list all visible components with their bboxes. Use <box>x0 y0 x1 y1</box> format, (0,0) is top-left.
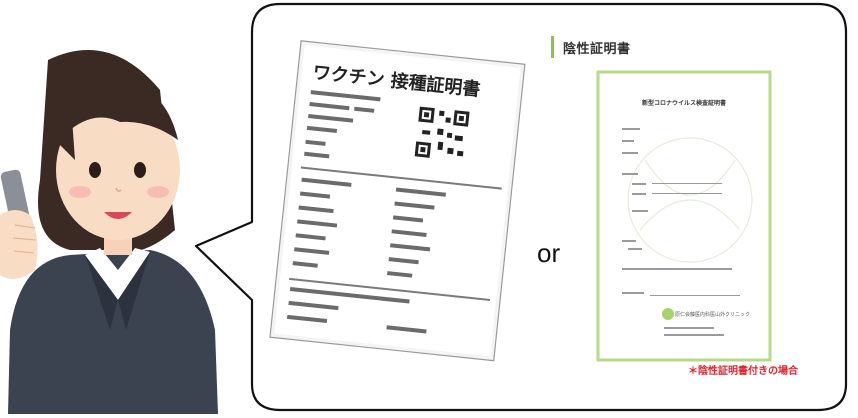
woman-on-phone-illustration <box>0 50 218 414</box>
vaccine-cert-placeholder-lines <box>286 90 502 334</box>
clinic-logo-icon <box>662 308 674 320</box>
negative-certificate-doc-title: 新型コロナウイルス検査証明書 <box>642 99 726 107</box>
qr-code-icon <box>414 106 470 162</box>
clinic-name: 原仁会藤医内科医山外クリニック <box>675 311 750 318</box>
negative-certificate-section-title: 陰性証明書 <box>563 42 631 57</box>
negative-cert-note: ＊陰性証明書付きの場合 <box>688 366 798 377</box>
negative-cert-accent-bar <box>551 36 554 58</box>
negative-certificate-document: 新型コロナウイルス検査証明書 原仁会藤医内科医山外クリニック <box>596 70 772 362</box>
or-label: or <box>537 238 561 268</box>
vaccine-certificate-document: ワクチン 接種証明書 <box>269 40 526 362</box>
negative-cert-placeholder-lines <box>622 128 740 336</box>
